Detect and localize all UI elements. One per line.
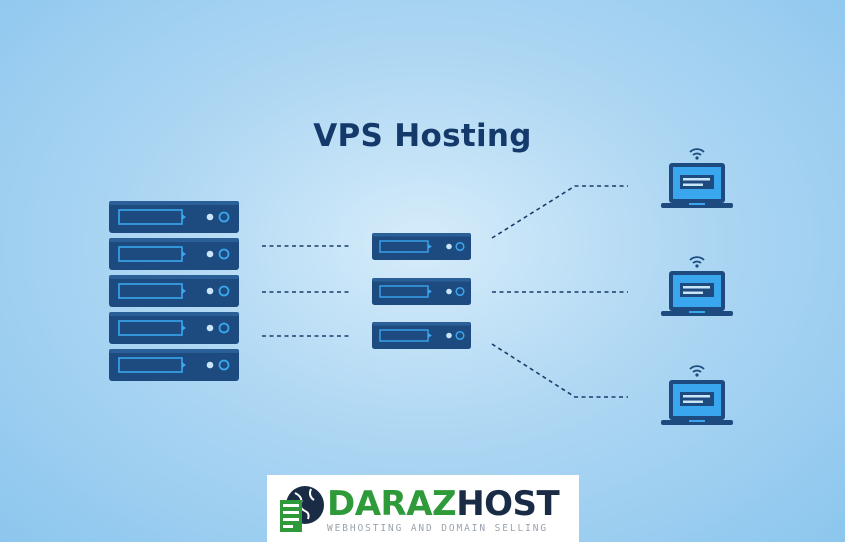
vps-servers [371,232,472,350]
page-title: VPS Hosting [313,118,532,154]
connection-line [491,185,628,239]
connection-lines-clients [491,185,628,398]
vps-server-unit [371,232,472,261]
laptop-wifi-icon [660,365,734,426]
logo-tagline: WEBHOSTING AND DOMAIN SELLING [327,523,548,534]
server-rack-unit [108,200,240,234]
connection-lines-rack [262,245,350,337]
vps-server-unit [371,321,472,350]
vps-server-unit [371,277,472,306]
main-server-rack [108,200,240,382]
server-rack-unit [108,348,240,382]
server-rack-unit [108,311,240,345]
server-rack-unit [108,237,240,271]
logo-wordmark: DARAZHOST [327,484,560,524]
server-globe-icon [280,486,324,532]
vps-diagram [108,148,734,426]
laptop-wifi-icon [660,148,734,209]
logo-name-part2: HOST [456,484,560,524]
laptop-wifi-icon [660,256,734,317]
connection-line [491,343,628,398]
company-logo: DARAZHOST WEBHOSTING AND DOMAIN SELLING [267,475,579,542]
server-rack-unit [108,274,240,308]
client-laptops [660,148,734,426]
logo-name-part1: DARAZ [327,484,457,524]
